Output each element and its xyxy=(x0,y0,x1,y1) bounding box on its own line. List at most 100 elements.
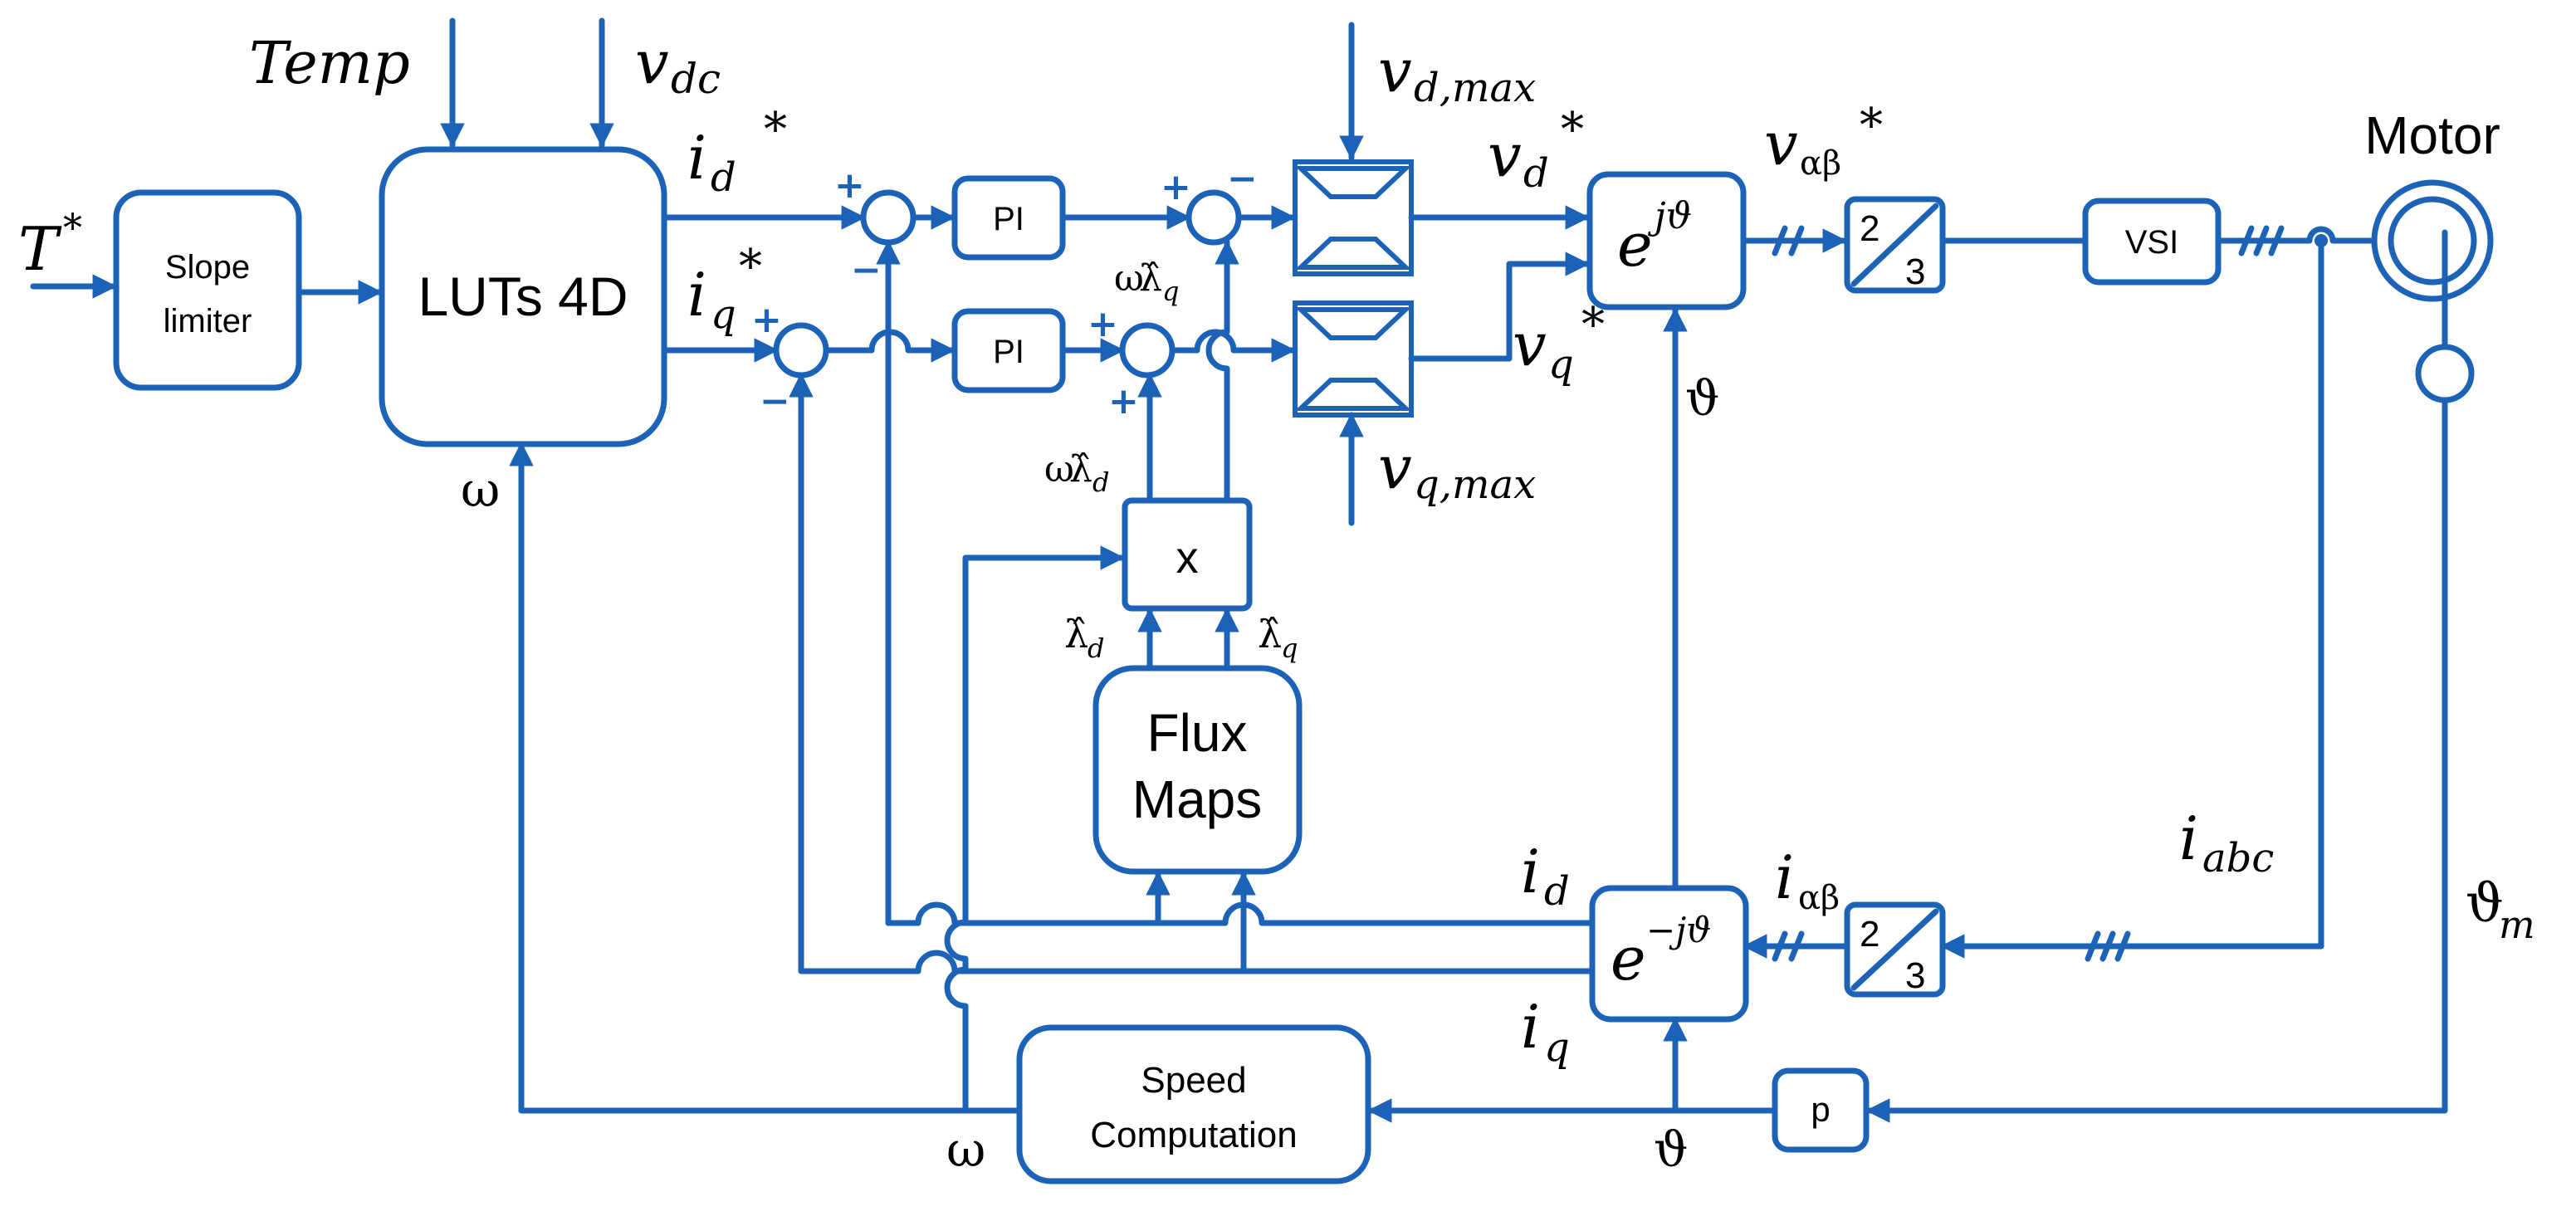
multiplier-label: x xyxy=(1176,533,1199,583)
sum-id-junction xyxy=(860,189,917,246)
vd-ref-sub: d xyxy=(1523,150,1549,197)
vsi-label: VSI xyxy=(2125,224,2178,261)
rotation-forward-block: e jϑ xyxy=(1586,171,1747,310)
slope-limiter-label-1: Slope xyxy=(165,249,250,286)
sign-minus-vd: − xyxy=(1227,158,1258,200)
sum-vq-to-sat-wire xyxy=(1169,329,1297,363)
lambda-d-base: λ̂ xyxy=(1064,612,1088,657)
iabc-wire xyxy=(1939,237,2324,959)
transform-bottom-3: 3 xyxy=(1905,955,1925,996)
vq-ref-sub: q xyxy=(1548,341,1574,388)
sign-minus-iq: − xyxy=(760,380,790,422)
speed-label-2: Computation xyxy=(1090,1115,1297,1155)
slope-limiter-label-2: limiter xyxy=(164,303,252,339)
lambda-q-base: λ̂ xyxy=(1258,612,1282,657)
temp-label: Temp xyxy=(249,29,410,97)
signal-labels: T * Temp v dc i d * i q * v d,max v q,ma… xyxy=(18,27,2535,1178)
transform-top-block: 2 3 xyxy=(1844,196,1946,294)
iq-fb-label: i xyxy=(1521,992,1540,1062)
sign-plus-vq-bottom: + xyxy=(1108,380,1139,422)
vd-ref-label: v xyxy=(1488,120,1522,190)
pole-pairs-block: p xyxy=(1772,1067,1870,1153)
iabc-sub: abc xyxy=(2202,835,2274,881)
pi-d-block: PI xyxy=(951,175,1066,261)
saturation-d-block xyxy=(1293,159,1414,276)
rotation-inverse-exp: −jϑ xyxy=(1646,910,1711,950)
luts-block: LUTs 4D xyxy=(379,146,667,447)
valphabeta-sub: αβ xyxy=(1800,144,1841,183)
sum-iq-junction xyxy=(773,322,829,378)
omega-lq-pre: ω xyxy=(1114,257,1144,300)
id-ref-sup: * xyxy=(764,103,787,157)
vq-ref-label: v xyxy=(1513,310,1547,379)
iq-ref-sub: q xyxy=(711,291,736,338)
theta-up-label: ϑ xyxy=(1685,370,1719,427)
pi-d-label: PI xyxy=(993,201,1024,237)
omega-bottom-label: ω xyxy=(946,1121,985,1178)
motor-block: Motor xyxy=(2364,105,2500,403)
sum-vq-junction xyxy=(1119,322,1176,378)
sign-plus-iq: + xyxy=(751,299,782,341)
theta-m-label: ϑ xyxy=(2466,873,2504,935)
transform-bottom-2: 2 xyxy=(1860,914,1879,955)
vqmax-label: v xyxy=(1378,432,1412,502)
flux-maps-label-2: Maps xyxy=(1132,769,1263,829)
omega-lq-wire xyxy=(1205,239,1239,504)
t-ref-label: T xyxy=(18,214,62,284)
id-fb-sub: d xyxy=(1544,868,1570,915)
vqmax-sub: q,max xyxy=(1414,461,1536,508)
vsi-to-motor-wire xyxy=(2215,226,2376,244)
iq-ref-sup: * xyxy=(739,240,762,294)
id-fb-label: i xyxy=(1521,837,1540,906)
sign-minus-id: − xyxy=(851,249,882,291)
current-sense-junction xyxy=(2314,234,2328,247)
vq-ref-sup: * xyxy=(1581,298,1605,352)
vq-ref-wire xyxy=(1408,252,1591,362)
vdmax-label: v xyxy=(1378,36,1412,105)
lambda-d-sub: d xyxy=(1088,632,1104,664)
sum-vd-junction xyxy=(1185,189,1242,246)
vsi-block: VSI xyxy=(2082,198,2222,286)
ialphabeta-sub: αβ xyxy=(1798,879,1840,917)
pi-q-block: PI xyxy=(951,308,1066,393)
vsi-bus-slash xyxy=(2238,225,2285,256)
signal-wires xyxy=(30,17,2448,1123)
rotation-inverse-block: e −jϑ xyxy=(1589,885,1749,1023)
transform-bottom-block: 2 3 xyxy=(1844,901,1946,998)
id-ref-sub: d xyxy=(711,154,736,201)
id-ref-label: i xyxy=(687,123,706,193)
speed-label-1: Speed xyxy=(1141,1060,1246,1101)
speed-computation-block: Speed Computation xyxy=(1016,1024,1371,1184)
slope-limiter-block: Slope limiter xyxy=(113,189,302,391)
vdmax-sub: d,max xyxy=(1414,65,1536,111)
luts-label: LUTs 4D xyxy=(418,266,628,327)
theta-m-wire xyxy=(1865,399,2448,1123)
sign-plus-vd: + xyxy=(1161,166,1191,208)
sign-plus-id: + xyxy=(834,164,865,207)
rotation-inverse-base: e xyxy=(1611,924,1646,994)
theta-m-sub: m xyxy=(2499,902,2535,947)
t-ref-sup: * xyxy=(63,205,82,250)
vdc-label: v xyxy=(635,27,669,97)
vdc-sub: dc xyxy=(671,55,721,103)
motor-label: Motor xyxy=(2364,105,2500,165)
omega-ld-pre: ω xyxy=(1044,448,1074,491)
flux-maps-label-1: Flux xyxy=(1147,703,1248,763)
transform-top-3: 3 xyxy=(1905,252,1925,292)
transform-top-2: 2 xyxy=(1860,208,1879,249)
iabc-label: i xyxy=(2179,803,2198,873)
omega-ld-sub: d xyxy=(1092,466,1109,498)
encoder-icon xyxy=(2415,344,2475,403)
omega-lq-sub: q xyxy=(1162,276,1179,307)
ialphabeta-label: i xyxy=(1775,842,1794,912)
lambda-q-sub: q xyxy=(1281,632,1298,664)
iq-ref-label: i xyxy=(687,260,706,330)
flux-maps-block: Flux Maps xyxy=(1092,665,1303,875)
sign-plus-vq: + xyxy=(1088,303,1118,345)
iabc-bus-slash xyxy=(2085,930,2131,962)
ialphabeta-bus-slash xyxy=(1772,930,1805,962)
omega-lq-base: λ̂ xyxy=(1139,257,1162,300)
iq-feedback-wire xyxy=(789,372,1593,974)
omega-to-multiplier-wire xyxy=(944,545,1126,1114)
